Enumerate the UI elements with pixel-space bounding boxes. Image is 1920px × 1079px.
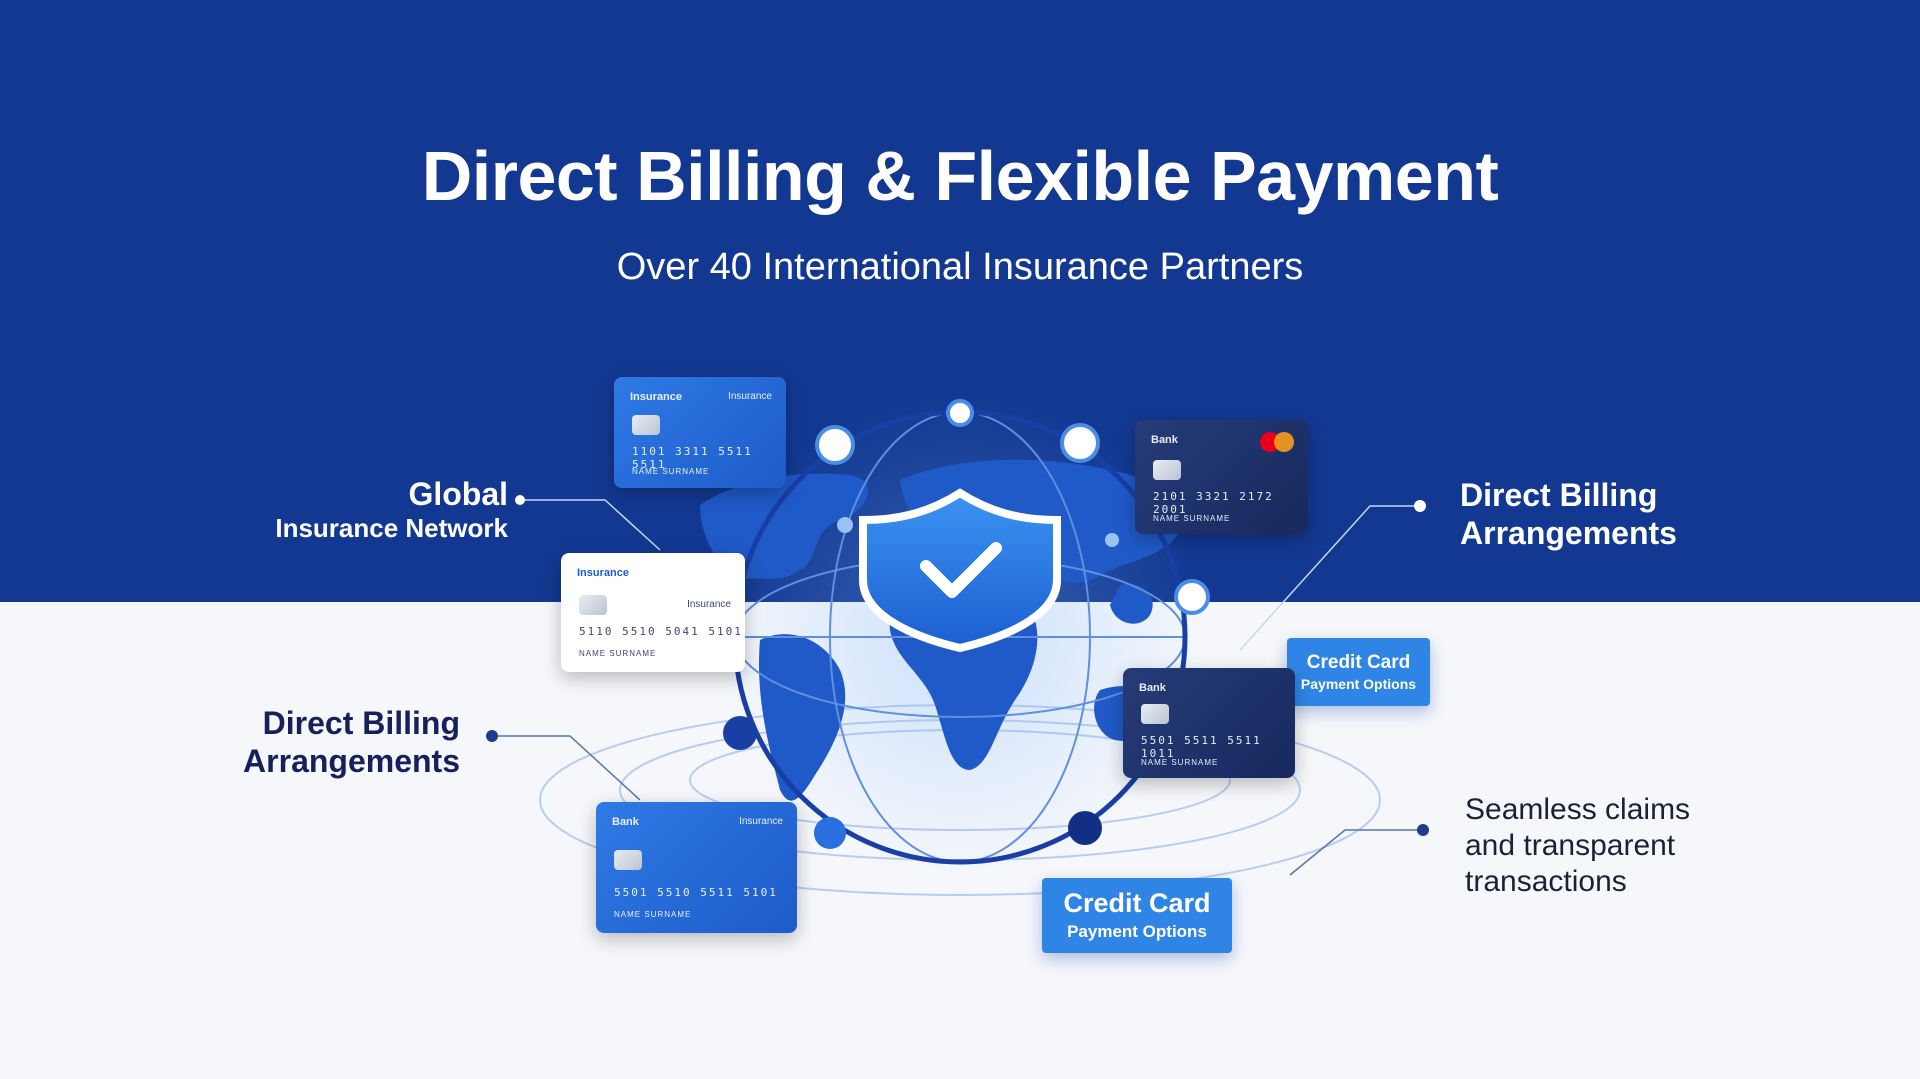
credit-card-4: Bank 5501 5511 5511 1011 NAME SURNAME [1123,668,1295,778]
credit-card-5: Bank Insurance 5501 5510 5511 5101 NAME … [596,802,797,933]
card-chip-icon [632,415,660,435]
node-top [946,399,974,427]
card-chip-icon [614,850,642,870]
node-top-left [815,425,855,465]
label-global-network: Global Insurance Network [275,476,508,544]
continent-north-america [700,473,869,580]
credit-card-option-box-bottom[interactable]: Credit Card Payment Options [1042,878,1232,953]
page-title: Direct Billing & Flexible Payment [421,137,1499,215]
node-bottom-left [814,817,846,849]
continent-south-america [759,634,846,801]
connector-dot-seamless [1417,824,1429,836]
node-right [1174,579,1210,615]
node-small-1 [837,517,853,533]
credit-card-option-box-right[interactable]: Credit Card Payment Options [1287,638,1430,706]
network-nodes [723,399,1210,849]
credit-card-2: Bank 2101 3321 2172 2001 NAME SURNAME [1135,420,1308,534]
label-direct-billing-right: Direct Billing Arrangements [1460,477,1677,552]
mastercard-logo-icon [1260,432,1296,452]
check-icon [920,542,1002,598]
page-subtitle: Over 40 International Insurance Partners [616,246,1304,288]
node-top-right [1060,423,1100,463]
shield-icon [859,488,1061,653]
card-chip-icon [1141,704,1169,724]
credit-card-1: Insurance Insurance 1101 3311 5511 5511 … [614,377,786,488]
connector-global-network [520,499,661,551]
connector-lines [486,495,1429,876]
card-chip-icon [579,595,607,615]
connector-dot-billing-left [486,730,498,742]
shield-check-icon [859,488,1061,653]
connector-billing-right [1239,505,1420,651]
card-chip-icon [1153,460,1181,480]
label-seamless-claims: Seamless claims and transparent transact… [1465,793,1691,898]
node-left [723,716,757,750]
connector-billing-left [492,735,641,801]
credit-card-3: Insurance Insurance 5110 5510 5041 5101 … [561,553,745,672]
connector-seamless [1289,829,1423,876]
continent-islands [1110,584,1153,624]
label-direct-billing-left: Direct Billing Arrangements [243,705,460,780]
node-bottom-right [1068,811,1102,845]
connector-dot-global [515,495,525,505]
node-small-2 [1105,533,1119,547]
connector-dot-billing-right [1414,500,1426,512]
